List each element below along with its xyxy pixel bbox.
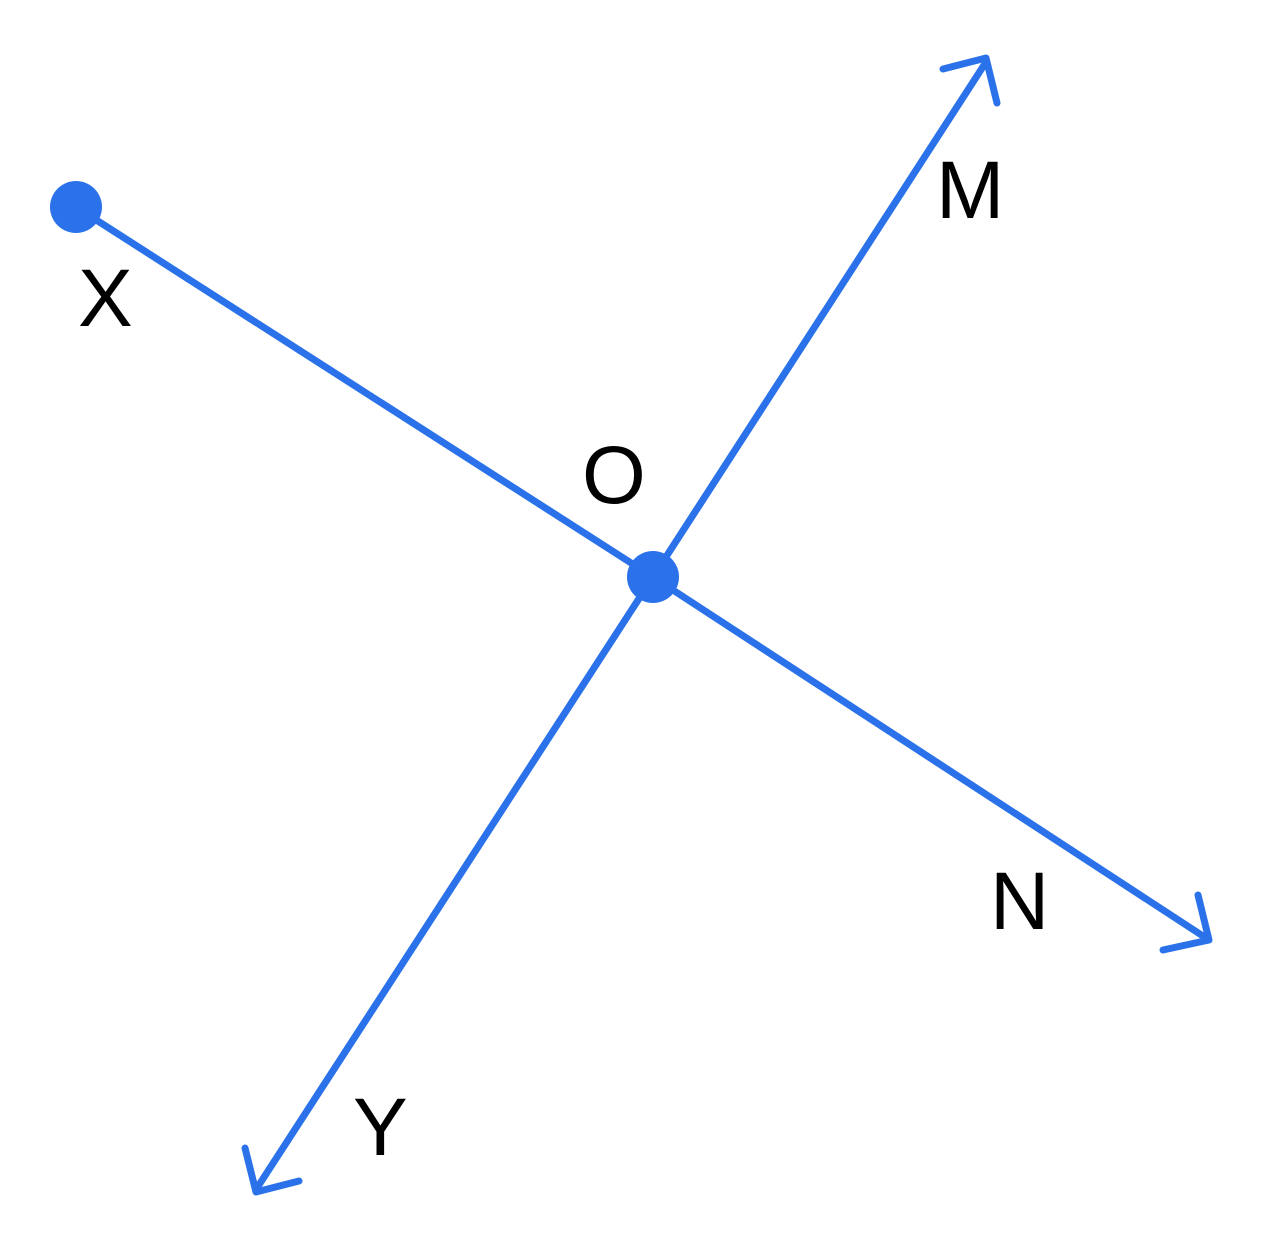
segment-ox [72, 203, 657, 581]
label-m: M [936, 145, 1004, 236]
point-x-dot [50, 181, 102, 233]
label-y: Y [353, 1082, 408, 1173]
ray-om [649, 58, 990, 581]
arrowhead-m [939, 54, 1001, 107]
label-o: O [582, 430, 646, 521]
point-o-dot [627, 551, 679, 603]
arrowhead-n [1159, 891, 1213, 954]
arrowhead-y [241, 1144, 303, 1196]
ray-on [649, 573, 1210, 942]
label-x: X [78, 253, 133, 344]
ray-oy [253, 573, 657, 1192]
label-n: N [990, 856, 1049, 947]
